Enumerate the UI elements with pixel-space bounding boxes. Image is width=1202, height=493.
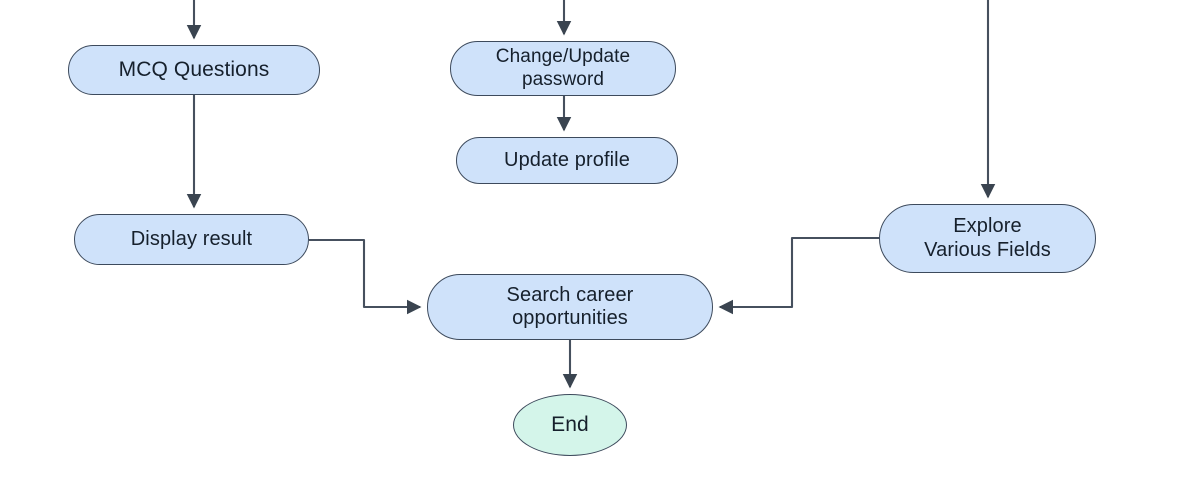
node-search-career-opportunities[interactable]: Search career opportunities [427,274,713,340]
node-change-update-password[interactable]: Change/Update password [450,41,676,96]
node-end[interactable]: End [513,394,627,456]
edge-explore-to-search-career [718,236,879,315]
node-display-result[interactable]: Display result [74,214,309,265]
node-explore-various-fields[interactable]: Explore Various Fields [879,204,1096,273]
node-update-profile[interactable]: Update profile [456,137,678,184]
node-mcq-questions[interactable]: MCQ Questions [68,45,320,95]
edge-display-result-to-search-career [309,238,422,315]
